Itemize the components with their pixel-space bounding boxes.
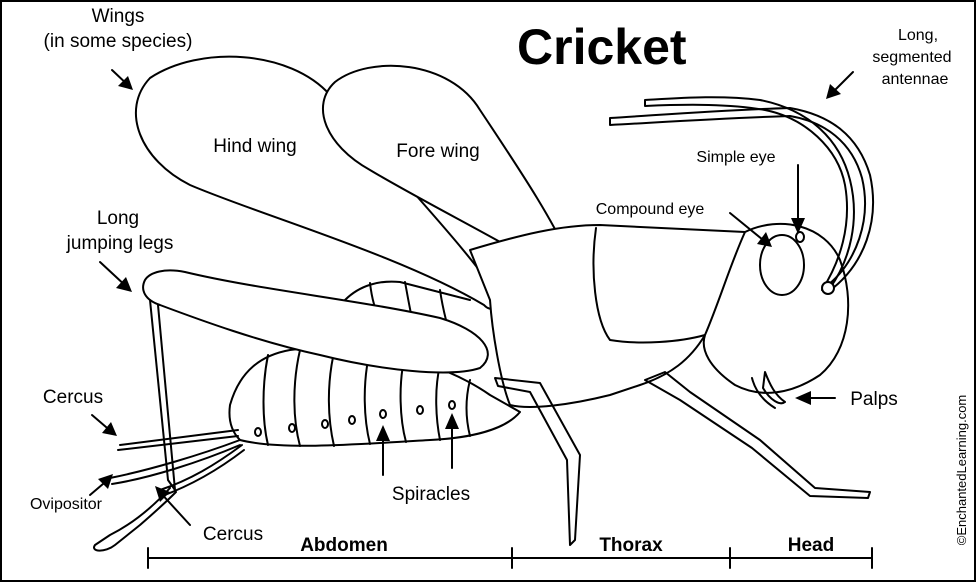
spiracle-dot: [349, 416, 355, 424]
antennae-label-line3: antennae: [882, 71, 949, 88]
antennae-label-line1: Long,: [898, 27, 938, 44]
spiracle-dot: [449, 401, 455, 409]
jumping-legs-label-line1: Long: [97, 208, 139, 229]
fore-wing-label: Fore wing: [396, 141, 479, 162]
wings-label-line2: (in some species): [44, 31, 193, 52]
spiracle-dot: [380, 410, 386, 418]
antenna-socket: [822, 282, 834, 294]
spiracle-dot: [255, 428, 261, 436]
abdomen-label: Abdomen: [300, 535, 388, 556]
jumping-legs-label-line2: jumping legs: [66, 233, 174, 254]
simple-eye-shape: [796, 232, 804, 242]
ovipositor-label: Ovipositor: [30, 496, 103, 513]
spiracles-label: Spiracles: [392, 484, 470, 505]
copyright-text: ©EnchantedLearning.com: [954, 395, 969, 546]
cercus-top-label: Cercus: [43, 387, 103, 408]
cercus-bottom-label: Cercus: [203, 524, 263, 545]
antennae-label-line2: segmented: [872, 49, 951, 66]
head-label: Head: [788, 535, 834, 556]
thorax-label: Thorax: [599, 535, 663, 556]
spiracle-dot: [289, 424, 295, 432]
hind-wing-label: Hind wing: [213, 136, 296, 157]
spiracle-dot: [322, 420, 328, 428]
diagram-title: Cricket: [517, 19, 687, 75]
compound-eye-label: Compound eye: [596, 201, 705, 218]
spiracle-dot: [417, 406, 423, 414]
simple-eye-label: Simple eye: [696, 149, 775, 166]
wings-label-line1: Wings: [92, 6, 145, 27]
palps-label: Palps: [850, 389, 898, 410]
